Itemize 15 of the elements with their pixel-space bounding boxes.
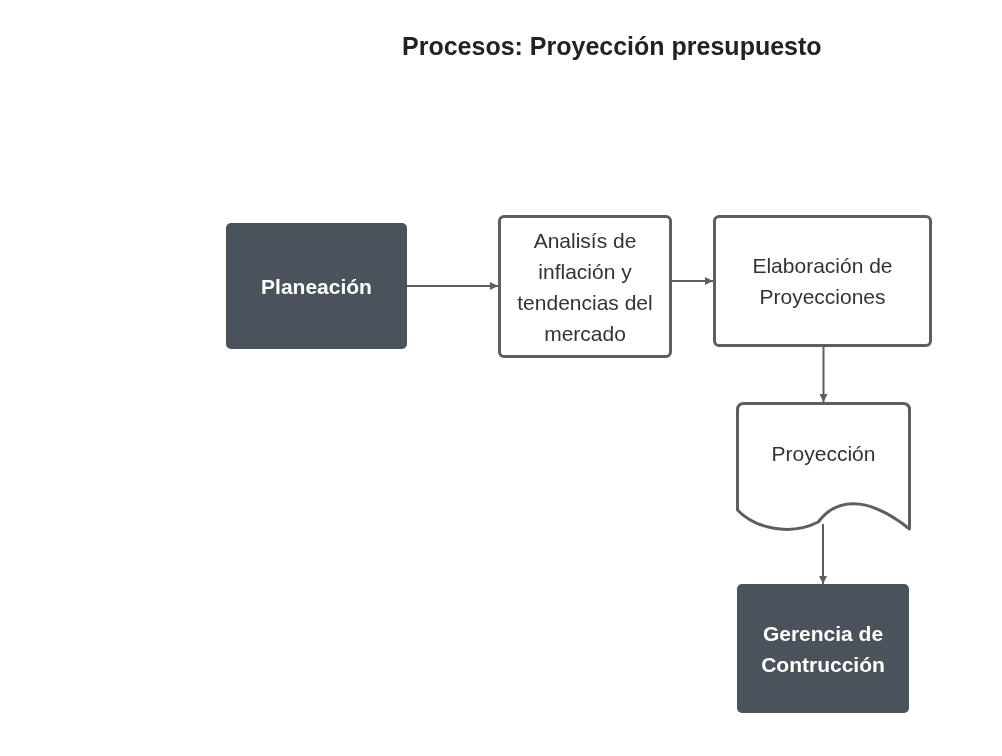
arrow <box>406 282 499 290</box>
document-shape <box>736 402 911 532</box>
arrow <box>819 523 827 585</box>
diagram-title: Procesos: Proyección presupuesto <box>402 31 822 62</box>
process-box <box>713 215 932 347</box>
process-box <box>737 584 909 713</box>
process-box <box>498 215 672 358</box>
process-box <box>226 223 407 349</box>
node-label: Gerencia de Contrucción <box>760 620 886 678</box>
arrow <box>819 346 828 403</box>
node-label: Planeación <box>261 273 372 300</box>
node-label: Elaboración de Proyecciones <box>751 253 894 310</box>
node-label: Proyección <box>771 441 876 467</box>
node-label: Analisís de inflación y tendencias del mercado <box>516 227 654 347</box>
arrow <box>671 277 714 285</box>
